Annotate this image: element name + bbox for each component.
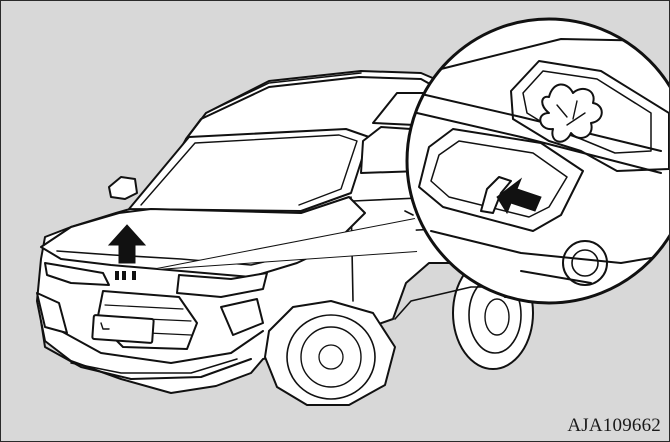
hood-latch-marker: [115, 271, 136, 280]
side-mirror: [109, 177, 137, 199]
figure-code-label: AJA109662: [567, 415, 661, 437]
windshield: [129, 129, 369, 211]
license-plate: [92, 315, 154, 343]
detail-callout-circle: [407, 19, 669, 303]
front-tire: [265, 301, 395, 405]
